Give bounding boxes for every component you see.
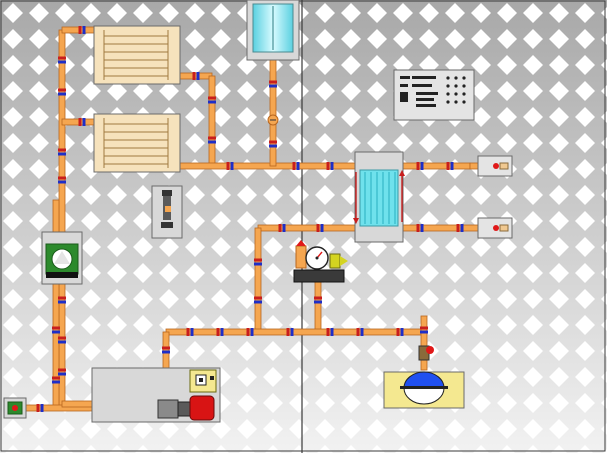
pipe-coupling xyxy=(58,148,66,156)
drain-valve[interactable] xyxy=(3,397,27,419)
circulation-pump-icon xyxy=(189,395,215,421)
vessel-pipe[interactable] xyxy=(420,315,428,371)
pipe-coupling xyxy=(314,296,322,304)
mid-riser-pipe[interactable] xyxy=(254,227,262,333)
radiator-icon xyxy=(93,25,181,85)
lower-main-pipe[interactable] xyxy=(165,328,425,336)
pipe-coupling xyxy=(208,96,216,104)
pipe-coupling xyxy=(278,224,286,232)
pipe-coupling xyxy=(246,328,254,336)
sensor-upper-link[interactable] xyxy=(469,162,479,170)
pipe-coupling xyxy=(58,296,66,304)
pipe-coupling xyxy=(456,224,464,232)
circulation-pump[interactable] xyxy=(157,395,215,421)
pipe-coupling xyxy=(208,136,216,144)
radiator-bottom-supply[interactable] xyxy=(61,118,95,126)
pipe-coupling xyxy=(52,376,60,384)
pipe-coupling xyxy=(162,346,170,354)
pipe-coupling xyxy=(316,224,324,232)
pipe-coupling xyxy=(292,162,300,170)
pipe-coupling xyxy=(396,328,404,336)
pipe-coupling xyxy=(78,26,86,34)
pipe-coupling xyxy=(269,80,277,88)
pipe-coupling xyxy=(326,162,334,170)
filter-unit[interactable] xyxy=(41,231,83,285)
upper-header-pipe[interactable] xyxy=(179,162,471,170)
pipe-coupling xyxy=(58,176,66,184)
pipe-coupling xyxy=(58,88,66,96)
expansion-vessel[interactable] xyxy=(383,345,465,409)
pipe-coupling xyxy=(254,258,262,266)
pipe-coupling xyxy=(58,336,66,344)
pipe-coupling xyxy=(269,140,277,148)
gauge-drop-pipe[interactable] xyxy=(314,281,322,333)
radiator-top-return[interactable] xyxy=(179,72,213,80)
pipe-coupling xyxy=(186,328,194,336)
heat-exchanger[interactable] xyxy=(353,151,405,243)
pipe-coupling xyxy=(52,326,60,334)
pipe-coupling xyxy=(58,56,66,64)
pipe-coupling xyxy=(416,162,424,170)
pipe-coupling xyxy=(216,328,224,336)
control-panel[interactable] xyxy=(393,69,475,121)
pressure-gauge-assembly[interactable] xyxy=(293,240,348,283)
pipe-coupling xyxy=(254,296,262,304)
sensor-lower[interactable] xyxy=(477,217,513,239)
pipe-coupling xyxy=(58,368,66,376)
pipe-coupling xyxy=(416,224,424,232)
radiator-bottom[interactable] xyxy=(93,113,181,173)
pipe-coupling xyxy=(286,328,294,336)
expansion-tank[interactable] xyxy=(246,0,300,61)
pipe-coupling xyxy=(356,328,364,336)
pipe-coupling xyxy=(226,162,234,170)
pipe-coupling xyxy=(446,162,454,170)
thermostat[interactable] xyxy=(151,185,183,239)
radiator-top[interactable] xyxy=(93,25,181,85)
pipe-coupling xyxy=(36,404,44,412)
pipe-coupling xyxy=(78,118,86,126)
pipe-couplings xyxy=(36,26,464,412)
left-riser-pipe[interactable] xyxy=(58,29,66,411)
radiator-top-supply[interactable] xyxy=(61,26,95,34)
expansion-tank-line[interactable] xyxy=(269,59,277,167)
air-vent[interactable] xyxy=(267,114,279,126)
pipe-coupling xyxy=(192,72,200,80)
pipe-coupling xyxy=(420,326,428,334)
radiator-return-riser[interactable] xyxy=(208,75,216,167)
radiator-icon xyxy=(93,113,181,173)
sensor-upper[interactable] xyxy=(477,155,513,177)
pipe-coupling xyxy=(326,328,334,336)
